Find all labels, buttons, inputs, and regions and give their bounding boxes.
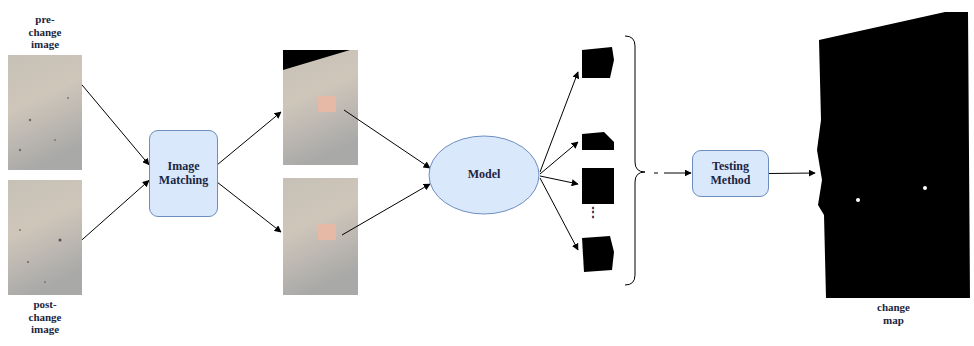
output-mask	[582, 168, 614, 204]
arrow	[540, 176, 578, 184]
ellipsis-mark: ⋮	[587, 206, 599, 218]
arrow-connector	[82, 85, 149, 165]
dash	[654, 173, 658, 174]
node-label: Testing Method	[697, 160, 764, 188]
process-box: Image Matching	[149, 130, 218, 217]
aligned-post-photo	[283, 178, 358, 295]
process-box: Testing Method	[692, 150, 769, 197]
input-image: pre-change image	[8, 55, 82, 170]
image-caption: change map	[868, 301, 920, 326]
arrow	[540, 178, 578, 250]
arrow	[344, 110, 430, 168]
node-label: Model	[468, 168, 501, 182]
output-mask	[582, 132, 614, 150]
arrow	[664, 173, 691, 174]
arrow-connector	[769, 173, 815, 174]
input-image: post-change image	[8, 180, 82, 295]
output-image: change map	[815, 10, 972, 298]
arrow	[217, 112, 281, 165]
arrow	[217, 182, 281, 232]
model-ellipse: Model	[428, 135, 540, 215]
arrow	[540, 72, 578, 172]
post-change-photo	[8, 180, 82, 295]
node-label: Image Matching	[154, 160, 213, 188]
output-mask	[582, 236, 614, 272]
image-caption: pre-change image	[21, 13, 69, 51]
bracket	[625, 36, 645, 285]
change-map-image	[815, 10, 972, 298]
output-mask	[582, 47, 614, 78]
aligned-pre-photo	[283, 50, 358, 165]
image-caption: post-change image	[21, 298, 69, 336]
arrow	[540, 142, 578, 174]
arrow-connector	[82, 180, 149, 239]
arrow	[342, 184, 430, 235]
pre-change-photo	[8, 55, 82, 170]
